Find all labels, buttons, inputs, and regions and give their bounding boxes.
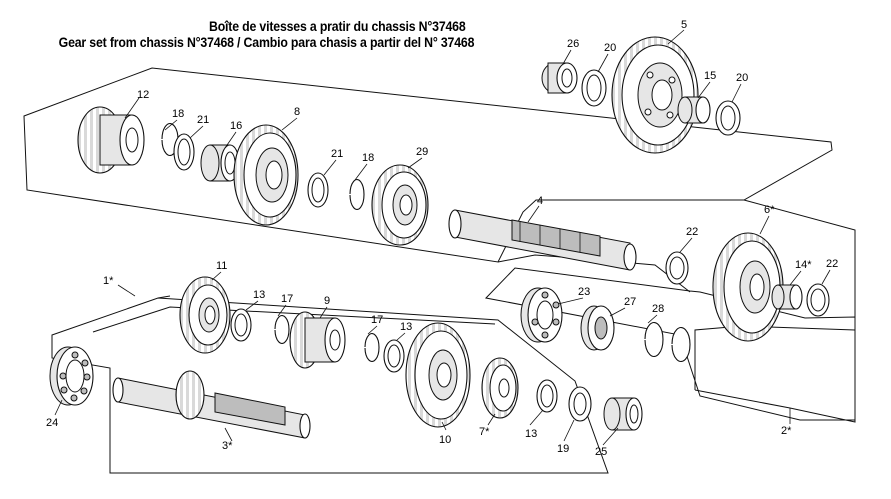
callout-29: 29 <box>416 146 428 158</box>
part-9-sliding-gear <box>289 311 346 369</box>
part-23-ball-bearing <box>520 287 563 343</box>
part-22-washer-left <box>665 251 689 285</box>
callout-15: 15 <box>704 70 716 82</box>
callout-17-left: 17 <box>281 293 293 305</box>
part-10-gear <box>405 322 471 428</box>
part-28-circlip-left <box>644 321 664 358</box>
callout-9: 9 <box>324 295 330 307</box>
part-27-seal-ring <box>580 305 615 351</box>
callout-20-upper: 20 <box>604 42 616 54</box>
callout-24: 24 <box>46 417 58 429</box>
part-20-washer-right <box>715 100 741 136</box>
part-21-washer-middle <box>307 172 329 208</box>
callout-12: 12 <box>137 89 149 101</box>
part-13-washer-left <box>230 308 252 342</box>
callout-10: 10 <box>439 434 451 446</box>
callout-26: 26 <box>567 38 579 50</box>
part-3-layshaft <box>112 370 311 439</box>
part-29-sliding-gear <box>371 164 429 246</box>
callout-11: 11 <box>216 260 227 272</box>
callout-25: 25 <box>595 446 607 458</box>
callout-18-middle: 18 <box>362 152 374 164</box>
part-16-needle-bearing <box>200 144 240 182</box>
part-19-washer <box>568 386 592 422</box>
callout-21-left: 21 <box>197 114 209 126</box>
callout-labels: 26 20 5 15 20 12 18 21 16 8 21 18 29 4 6… <box>46 19 838 458</box>
part-6-gear <box>712 232 784 342</box>
part-11-gear <box>179 276 231 354</box>
part-13-washer-right <box>536 379 558 413</box>
part-21-washer-upper-left <box>173 133 195 171</box>
callout-20-right: 20 <box>736 72 748 84</box>
callout-18-left: 18 <box>172 108 184 120</box>
part-24-ball-bearing <box>49 346 94 406</box>
diagram-title-line-1: Boîte de vitesses a pratir du chassis N°… <box>209 18 466 34</box>
callout-22-right: 22 <box>826 258 838 270</box>
callout-23: 23 <box>578 286 590 298</box>
secondary-shaft-outline <box>92 295 496 333</box>
part-17-circlip-left <box>274 314 290 345</box>
callout-13-right: 13 <box>525 428 537 440</box>
callout-8: 8 <box>294 106 300 118</box>
part-7-gear <box>481 357 519 419</box>
part-20-washer-upper <box>581 69 607 107</box>
callout-4: 4 <box>537 195 543 207</box>
part-15-bushing <box>677 96 711 124</box>
part-14-bushing <box>771 284 803 310</box>
callout-21-middle: 21 <box>331 148 343 160</box>
part-5-gear <box>611 36 699 154</box>
part-12-sliding-gear <box>77 106 145 174</box>
part-18-circlip-middle <box>349 178 365 211</box>
callout-3: 3* <box>222 440 233 452</box>
callout-22-left: 22 <box>686 226 698 238</box>
callout-27: 27 <box>624 296 636 308</box>
right-group-outline <box>694 325 856 423</box>
diagram-title-line-2: Gear set from chassis N°37468 / Cambio p… <box>58 34 474 50</box>
upper-shaft-group-outline <box>23 67 833 263</box>
part-17-circlip-right <box>364 332 380 363</box>
part-4-main-shaft <box>448 209 637 271</box>
callout-13-left: 13 <box>253 289 265 301</box>
part-22-washer-right <box>806 283 830 317</box>
part-26-needle-bearing <box>541 62 578 94</box>
callout-28: 28 <box>652 303 664 315</box>
callout-19: 19 <box>557 443 569 455</box>
callout-6: 6* <box>764 204 775 216</box>
callout-17-right: 17 <box>371 314 383 326</box>
callout-13-middle: 13 <box>400 321 412 333</box>
part-13-washer-middle <box>383 339 405 373</box>
part-8-gear <box>233 124 299 226</box>
part-25-needle-bearing <box>603 397 643 431</box>
callout-5: 5 <box>681 19 687 31</box>
part-28-circlip-right <box>671 326 691 363</box>
callout-7: 7* <box>479 426 490 438</box>
callout-1: 1* <box>103 275 114 287</box>
callout-16: 16 <box>230 120 242 132</box>
leader-lines <box>54 29 831 446</box>
callout-14: 14* <box>795 259 812 271</box>
callout-2: 2* <box>781 425 792 437</box>
